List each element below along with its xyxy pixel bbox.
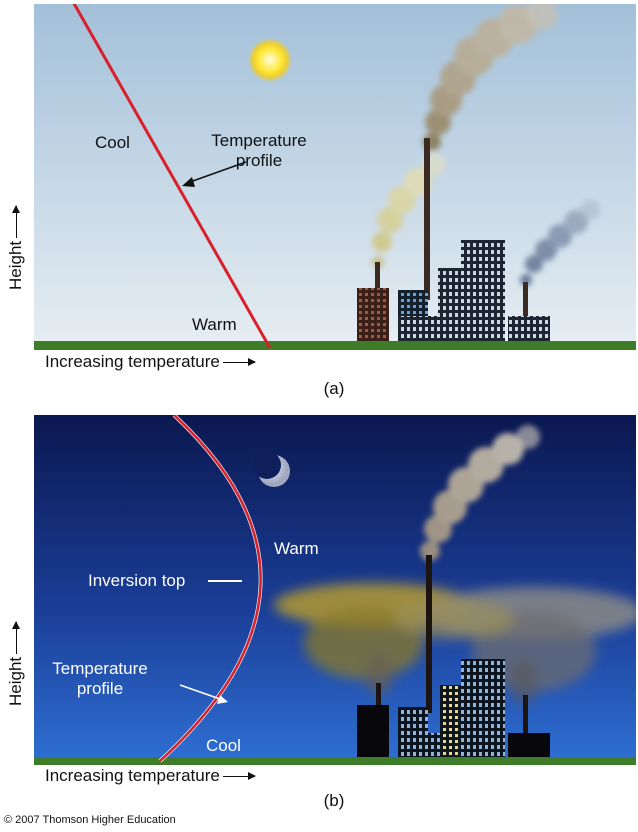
panel-a-y-axis-arrow <box>15 205 18 238</box>
panel-b-y-axis: Height <box>6 621 26 706</box>
panel-a-temperature-profile-label: Temperature profile <box>211 131 307 170</box>
sun-icon <box>248 38 292 82</box>
panel-b-x-axis: Increasing temperature <box>45 766 256 786</box>
panel-b-temperature-profile-label: Temperature profile <box>52 659 148 698</box>
panel-b-warm-label: Warm <box>274 539 319 558</box>
city-buildings <box>357 659 550 759</box>
panel-b-cool-label: Cool <box>206 736 241 755</box>
panel-a-cool-label: Cool <box>95 133 130 152</box>
panel-a-label: (a) <box>323 379 345 398</box>
right-smokestack <box>523 282 528 318</box>
smoke-plume-tall <box>423 4 558 151</box>
panel-a-x-axis-label: Increasing temperature <box>45 352 220 371</box>
ground <box>34 757 636 765</box>
inversion-temperature-profile-curve <box>159 415 262 762</box>
panel-b-y-axis-label: Height <box>6 656 25 706</box>
tall-smokestack <box>426 555 432 713</box>
left-smokestack <box>376 683 381 713</box>
city-buildings <box>357 240 550 344</box>
copyright-notice: © 2007 Thomson Higher Education <box>4 814 176 826</box>
panel-a-scene <box>34 4 636 350</box>
temperature-profile-line <box>72 4 272 349</box>
panel-b-scene <box>34 415 636 765</box>
profile-pointer-arrow <box>189 161 247 183</box>
panel-b-inversion-top-label: Inversion top <box>88 571 186 590</box>
smoke-plume-above-inversion <box>420 425 540 561</box>
profile-pointer-arrowhead <box>182 177 195 187</box>
panel-a-y-axis: Height <box>6 205 26 290</box>
profile-pointer-arrow <box>179 684 221 700</box>
panel-a-x-axis-arrow <box>222 358 256 365</box>
panel-b-x-axis-label: Increasing temperature <box>45 766 220 785</box>
panel-b-y-axis-arrow <box>15 621 18 654</box>
moon-icon <box>253 451 290 487</box>
day-sky <box>34 4 636 350</box>
panel-a-x-axis: Increasing temperature <box>45 352 256 372</box>
panel-b-label: (b) <box>323 791 345 810</box>
ground <box>34 341 636 350</box>
left-smokestack <box>375 262 380 302</box>
panel-b-x-axis-arrow <box>222 772 256 779</box>
tall-smokestack <box>424 138 430 300</box>
profile-pointer-arrowhead <box>217 695 228 704</box>
panel-a-warm-label: Warm <box>192 315 237 334</box>
right-smokestack <box>523 695 528 735</box>
panel-a-y-axis-label: Height <box>6 240 25 290</box>
